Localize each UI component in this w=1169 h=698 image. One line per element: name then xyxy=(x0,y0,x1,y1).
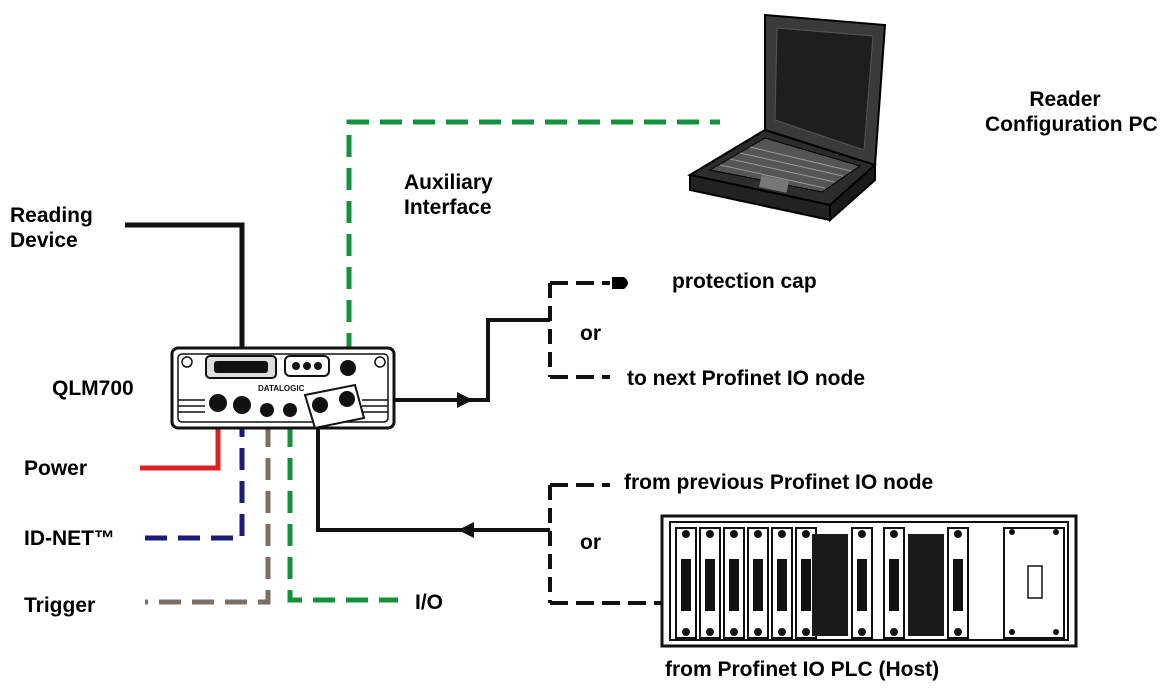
arrow-left-icon xyxy=(458,522,474,538)
qlm700-label: QLM700 xyxy=(52,377,134,400)
aux-label-line2: Interface xyxy=(404,196,492,219)
profinet-out-cable xyxy=(350,318,550,402)
protection-cap-label: protection cap xyxy=(672,270,817,293)
qlm700-device: DATALOGIC xyxy=(170,346,396,430)
aux-label-line1: Auxiliary xyxy=(404,171,493,194)
trigger-label: Trigger xyxy=(24,594,96,617)
reading-device-label: Reading Device xyxy=(10,203,93,253)
laptop-icon xyxy=(687,13,887,223)
or-label-top: or xyxy=(580,322,601,345)
protection-cap-icon xyxy=(612,277,628,289)
idnet-cable xyxy=(145,415,245,541)
prev-node-label: from previous Profinet IO node xyxy=(624,471,934,494)
reader-pc-label-line1: Reader xyxy=(1029,88,1101,111)
profinet-in-cable xyxy=(316,415,550,532)
reading-label-line2: Device xyxy=(10,229,78,252)
plc-label: from Profinet IO PLC (Host) xyxy=(665,658,940,681)
arrow-right-icon xyxy=(457,392,473,408)
aux-cable xyxy=(346,119,720,355)
top-branch xyxy=(548,277,628,379)
next-node-label: to next Profinet IO node xyxy=(627,367,866,390)
io-cable xyxy=(287,425,398,603)
aux-interface-label: Auxiliary Interface xyxy=(404,170,493,220)
io-label: I/O xyxy=(415,591,444,614)
idnet-label: ID-NET™ xyxy=(24,527,115,550)
reader-pc-label-line2: Configuration PC xyxy=(985,113,1158,136)
bottom-branch xyxy=(548,483,682,605)
reader-pc-label: Reader Configuration PC xyxy=(985,87,1158,137)
power-cable xyxy=(140,415,221,471)
device-logo: DATALOGIC xyxy=(258,384,305,393)
or-label-bottom: or xyxy=(580,531,601,554)
trigger-cable xyxy=(145,425,271,605)
reading-device-cable xyxy=(125,222,245,355)
power-label: Power xyxy=(24,457,88,480)
plc-rack-icon xyxy=(660,514,1078,648)
reading-label-line1: Reading xyxy=(10,204,93,227)
